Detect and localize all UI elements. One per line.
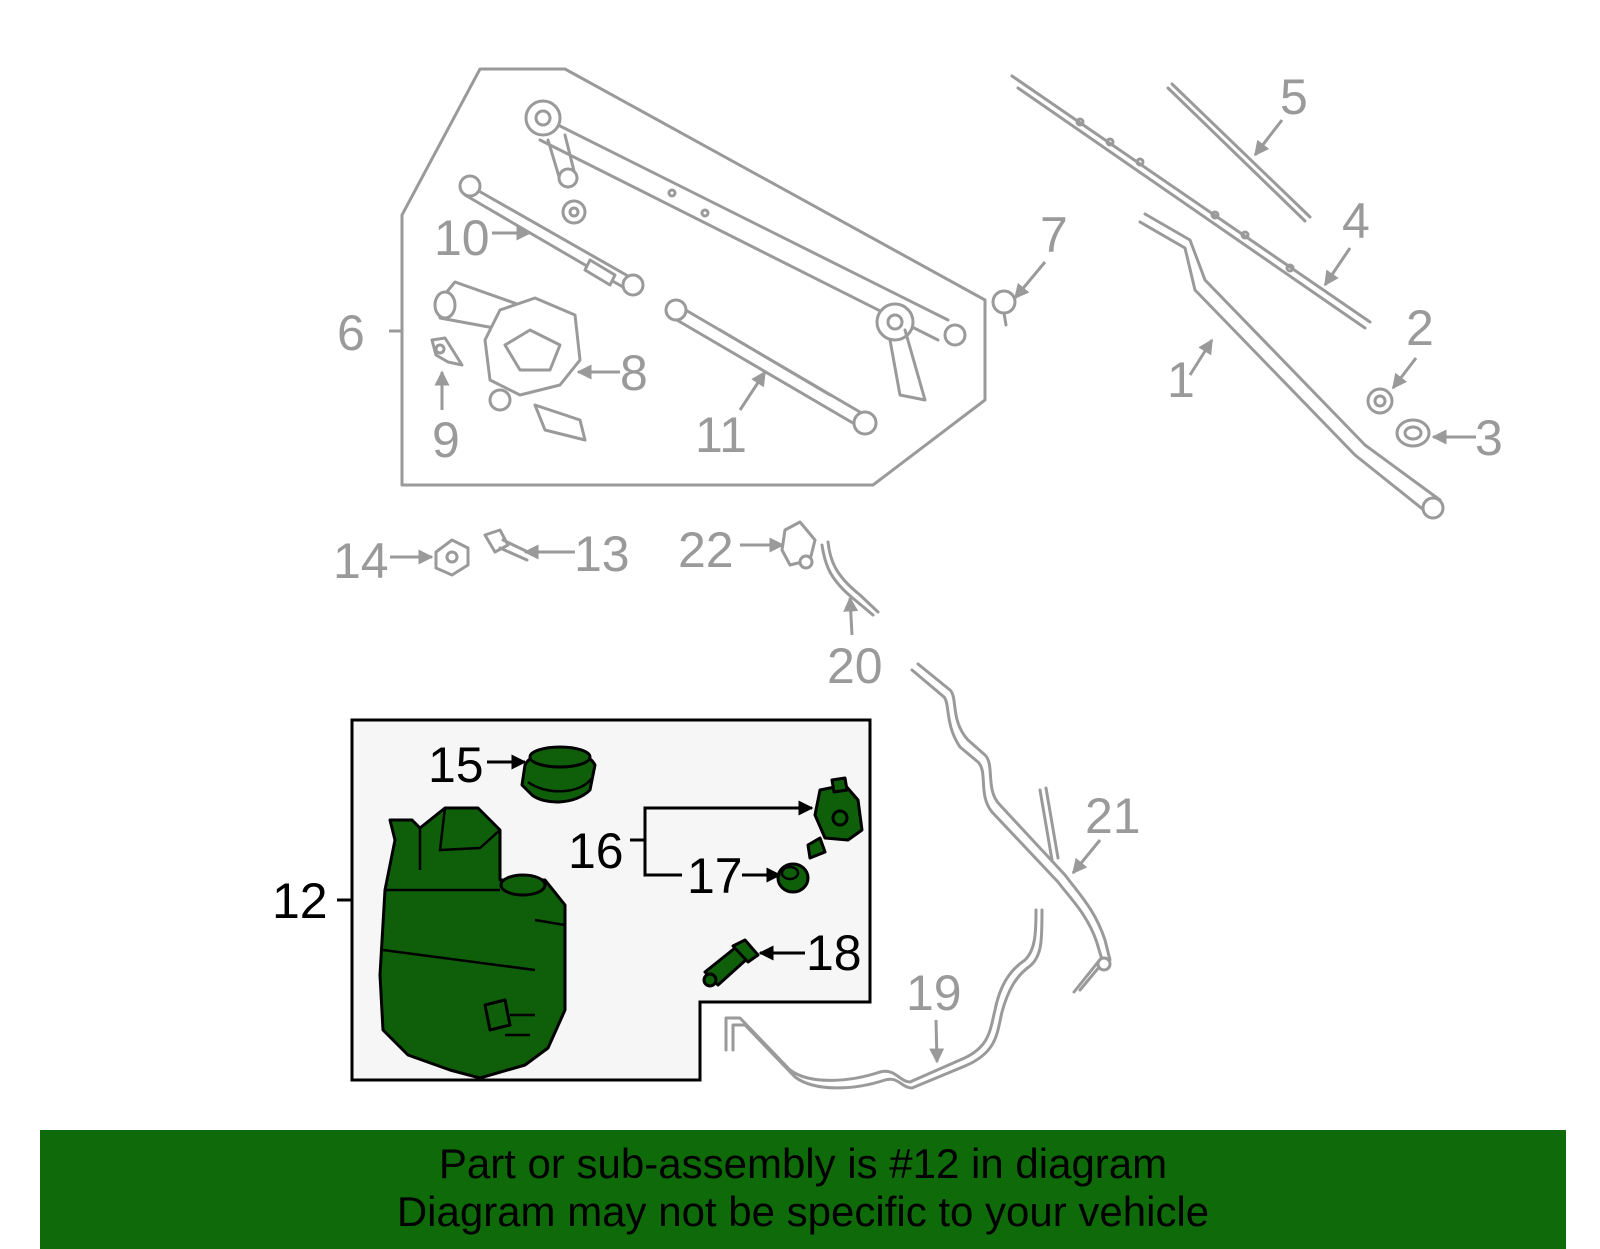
callout-9: 9 xyxy=(432,412,460,468)
part-3-washer xyxy=(1395,418,1431,448)
part-22-nozzle xyxy=(780,520,817,570)
part-17-grommet xyxy=(776,862,810,894)
leader-lines-gray xyxy=(389,119,1476,1064)
callout-18: 18 xyxy=(806,925,862,981)
callout-13: 13 xyxy=(574,526,630,582)
part-14-nut xyxy=(434,538,470,577)
callout-8: 8 xyxy=(620,345,648,401)
callout-17: 17 xyxy=(687,848,743,904)
part-13-bolt xyxy=(483,528,532,562)
linkage-assembly-box xyxy=(400,67,987,487)
callout-11: 11 xyxy=(695,407,747,463)
callout-labels: 1 2 3 4 5 6 7 8 9 10 11 12 13 14 15 16 1… xyxy=(272,69,1503,1021)
part-8-motor xyxy=(433,280,587,442)
callout-2: 2 xyxy=(1406,300,1434,356)
part-7-cap xyxy=(991,289,1017,327)
linkage-main-rod xyxy=(524,99,967,402)
callout-19: 19 xyxy=(906,965,962,1021)
callout-5: 5 xyxy=(1280,69,1308,125)
parts-diagram: 1 2 3 4 5 6 7 8 9 10 11 12 13 14 15 16 1… xyxy=(272,67,1503,1090)
part-19-hose xyxy=(724,908,1044,1090)
callout-22: 22 xyxy=(678,522,734,578)
callout-12: 12 xyxy=(272,873,328,929)
footer-line-2: Diagram may not be specific to your vehi… xyxy=(396,1188,1210,1235)
footer-line-1: Part or sub-assembly is #12 in diagram xyxy=(438,1140,1168,1187)
part-15-cap xyxy=(520,745,597,804)
leader-lines-black xyxy=(337,754,814,961)
callout-21: 21 xyxy=(1085,788,1141,844)
callout-7: 7 xyxy=(1040,207,1068,263)
part-5-blade-insert xyxy=(1166,82,1312,223)
part-18-sensor xyxy=(702,938,760,988)
part-2-nut xyxy=(1366,387,1394,415)
part-10-rod xyxy=(458,174,645,297)
part-9-nut xyxy=(430,336,464,367)
part-4-wiper-blade xyxy=(1010,74,1372,330)
callout-4: 4 xyxy=(1342,193,1370,249)
footer-banner: Part or sub-assembly is #12 in diagram D… xyxy=(40,1130,1566,1249)
callout-1: 1 xyxy=(1167,352,1195,408)
callout-6: 6 xyxy=(337,305,365,361)
part-12-reservoir xyxy=(378,806,567,1080)
callout-10: 10 xyxy=(434,210,490,266)
part-1-wiper-arm xyxy=(1138,212,1445,520)
callout-3: 3 xyxy=(1475,410,1503,466)
callout-20: 20 xyxy=(827,638,883,694)
callout-16: 16 xyxy=(568,823,624,879)
callout-15: 15 xyxy=(428,737,484,793)
part-21-hose xyxy=(910,662,1112,994)
part-16-pump xyxy=(806,776,864,860)
callout-14: 14 xyxy=(333,533,389,589)
